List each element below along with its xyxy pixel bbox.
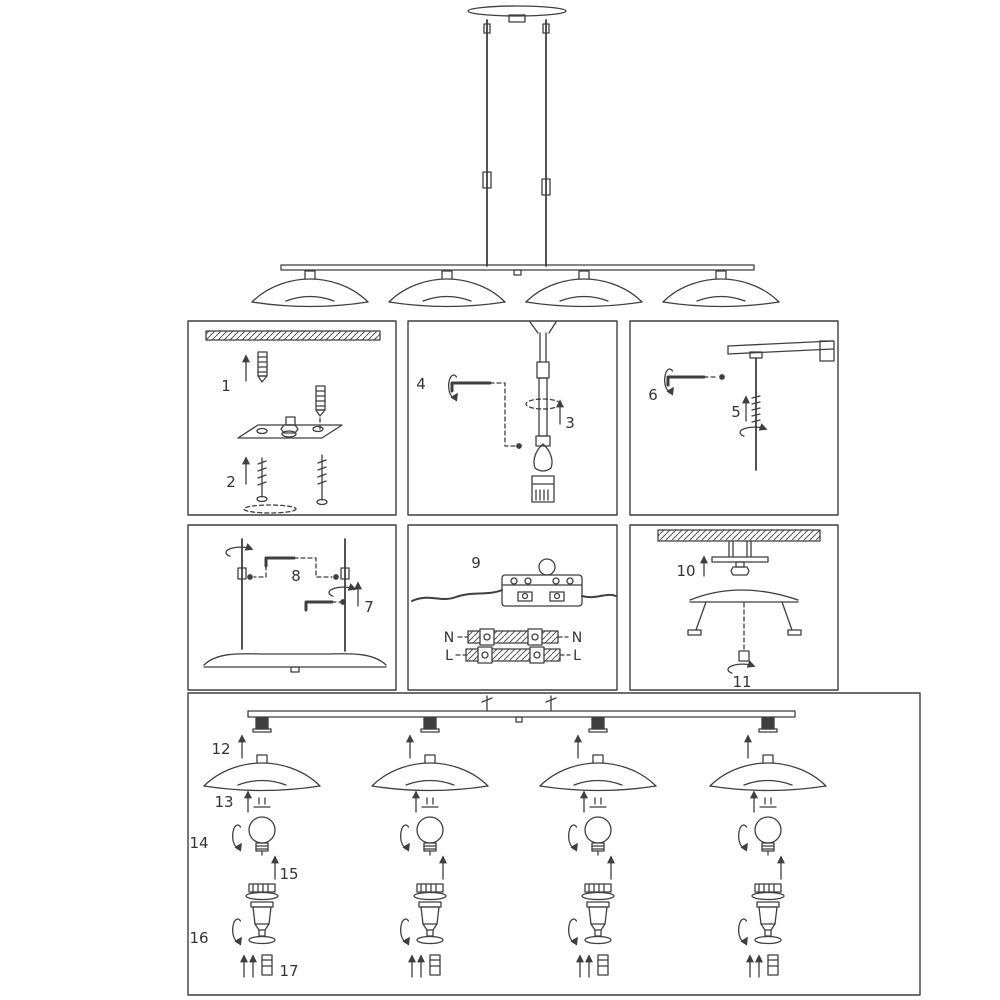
wire-label-l-left: L xyxy=(445,648,453,664)
lamp-shade-icon xyxy=(251,270,369,308)
horizontal-bar xyxy=(247,695,796,723)
suspension-rods xyxy=(482,19,551,267)
suspension-rod xyxy=(340,538,350,652)
canopy-bar xyxy=(203,653,387,673)
canopy xyxy=(687,589,802,636)
step-label-10: 10 xyxy=(676,562,695,580)
step-label-16: 16 xyxy=(189,929,208,947)
step-label-5: 5 xyxy=(731,403,741,421)
step-label-6: 6 xyxy=(648,386,658,404)
allen-key-icon xyxy=(450,381,492,393)
step-label-14: 14 xyxy=(189,834,208,852)
neutral-terminal-strip: N N xyxy=(444,628,582,646)
lamp-shade-icon xyxy=(388,270,506,308)
cable-right xyxy=(581,593,617,599)
guide-line xyxy=(489,382,522,449)
wire-label-n-left: N xyxy=(444,630,454,646)
guide-line xyxy=(703,374,725,380)
screw-icon xyxy=(256,457,268,503)
panel-canopy-mounting: 10 11 xyxy=(629,524,839,691)
panel-wiring: 9 N N L xyxy=(407,524,618,691)
ceiling-bracket xyxy=(711,540,769,576)
step-label-11: 11 xyxy=(732,673,751,691)
step-label-17: 17 xyxy=(279,962,298,980)
assembled-lamp-overview xyxy=(251,5,780,308)
mounting-bracket xyxy=(237,416,343,439)
step-label-8: 8 xyxy=(291,567,301,585)
step-label-15: 15 xyxy=(279,865,298,883)
step-label-13: 13 xyxy=(214,793,233,811)
wire-label-l-right: L xyxy=(573,648,581,664)
panel-rod-fixing: 8 7 xyxy=(187,524,397,691)
center-fixing xyxy=(738,602,750,662)
screw-icon xyxy=(316,454,328,506)
step-label-2: 2 xyxy=(226,473,236,491)
step-label-7: 7 xyxy=(364,598,374,616)
panel-rod-adjustment: 3 4 xyxy=(407,320,618,516)
cable-left xyxy=(411,589,503,602)
allen-key-icon xyxy=(304,599,346,612)
step-label-1: 1 xyxy=(221,377,231,395)
suspension-rod xyxy=(237,538,247,650)
ceiling-bracket-bar xyxy=(727,340,835,362)
hole-projection xyxy=(243,504,297,514)
lamp-shade-icon xyxy=(525,270,643,308)
wall-plug-icon xyxy=(257,351,268,383)
threaded-rod xyxy=(751,357,761,471)
ceiling-canopy xyxy=(467,5,567,23)
allen-key-icon xyxy=(666,375,706,387)
allen-key-icon xyxy=(247,556,339,580)
step-label-3: 3 xyxy=(565,414,575,432)
horizontal-bar xyxy=(280,264,755,276)
panel-ceiling-fixing: 5 6 xyxy=(629,320,839,516)
live-terminal-strip: L L xyxy=(445,646,581,664)
step-label-4: 4 xyxy=(416,375,426,393)
step-label-9: 9 xyxy=(471,554,481,572)
ceiling-hatch xyxy=(657,529,821,542)
wire-label-n-right: N xyxy=(572,630,582,646)
panel-shade-assembly: 12 13 14 15 16 17 xyxy=(187,692,921,996)
lamp-shade-icon xyxy=(662,270,780,308)
lamp-holder xyxy=(531,443,555,503)
panel-wall-mounting: 1 2 xyxy=(187,320,397,516)
step-label-12: 12 xyxy=(211,740,230,758)
wall-plug-icon xyxy=(315,385,326,431)
ceiling-hatch xyxy=(205,330,381,341)
